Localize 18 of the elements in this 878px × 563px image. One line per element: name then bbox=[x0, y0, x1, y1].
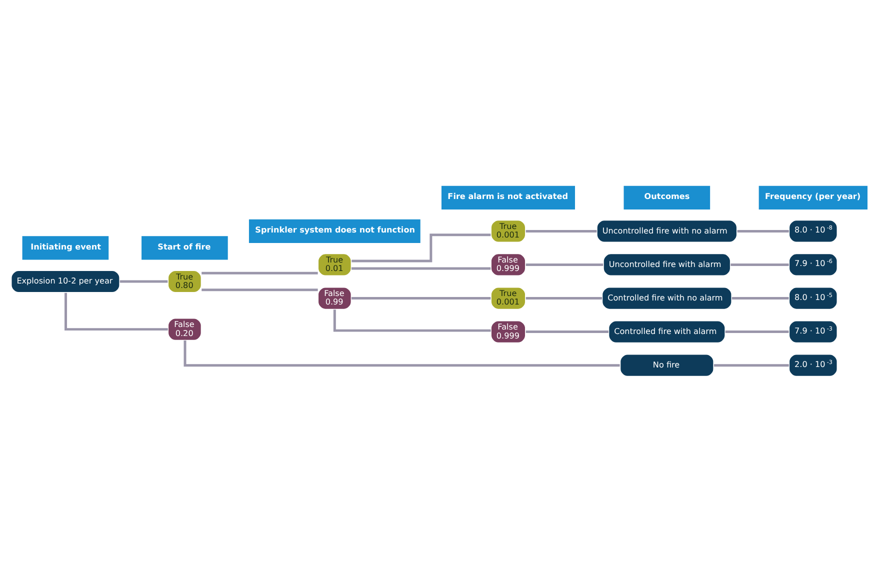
connector bbox=[120, 280, 168, 283]
connector bbox=[732, 297, 789, 300]
connector bbox=[714, 364, 789, 367]
connector bbox=[64, 292, 168, 331]
connector bbox=[333, 310, 491, 332]
connector bbox=[526, 263, 604, 266]
connector bbox=[202, 288, 318, 292]
connector bbox=[526, 297, 602, 300]
connector bbox=[526, 230, 597, 232]
connector bbox=[730, 263, 789, 266]
connector bbox=[202, 272, 318, 274]
connector bbox=[351, 267, 491, 270]
connector bbox=[737, 230, 789, 232]
connector bbox=[351, 297, 491, 300]
connector bbox=[352, 234, 491, 262]
connector bbox=[725, 330, 789, 334]
connector bbox=[526, 330, 608, 334]
connector bbox=[184, 340, 620, 367]
